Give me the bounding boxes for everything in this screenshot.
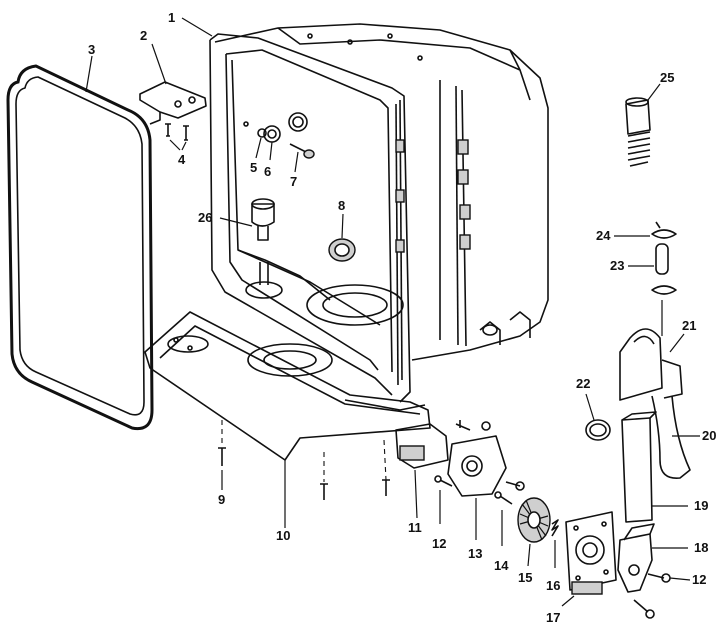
callout-8: 8 (338, 198, 345, 213)
callout-5: 5 (250, 160, 257, 175)
callout-1: 1 (168, 10, 175, 25)
callout-25: 25 (660, 70, 674, 85)
callout-6: 6 (264, 164, 271, 179)
tub-assembly (181, 17, 549, 411)
door-gasket (6, 55, 154, 431)
hinge-bracket (139, 43, 207, 151)
callout-12a: 12 (432, 536, 446, 551)
float-assembly (219, 198, 283, 299)
callout-20: 20 (702, 428, 716, 443)
callout-18: 18 (694, 540, 708, 555)
callout-7: 7 (290, 174, 297, 189)
callout-3: 3 (88, 42, 95, 57)
small-fittings (243, 112, 315, 173)
callout-12b: 12 (692, 572, 706, 587)
callout-11: 11 (408, 520, 422, 535)
grommet (328, 213, 356, 262)
callout-14: 14 (494, 558, 509, 573)
callout-24: 24 (596, 228, 611, 243)
callout-10: 10 (276, 528, 290, 543)
callout-13: 13 (468, 546, 482, 561)
hose-assembly (585, 83, 700, 523)
callout-15: 15 (518, 570, 532, 585)
pump-assembly (395, 420, 691, 619)
callout-2: 2 (140, 28, 147, 43)
callout-16: 16 (546, 578, 560, 593)
callout-22: 22 (576, 376, 590, 391)
callout-9: 9 (218, 492, 225, 507)
callout-26: 26 (198, 210, 212, 225)
callout-23: 23 (610, 258, 624, 273)
callout-19: 19 (694, 498, 708, 513)
callout-labels: 1 2 3 4 5 6 7 8 9 10 11 12 12 13 14 15 1… (88, 10, 716, 625)
callout-17: 17 (546, 610, 560, 625)
callout-4: 4 (178, 152, 186, 167)
callout-21: 21 (682, 318, 696, 333)
base-plate (144, 311, 431, 528)
